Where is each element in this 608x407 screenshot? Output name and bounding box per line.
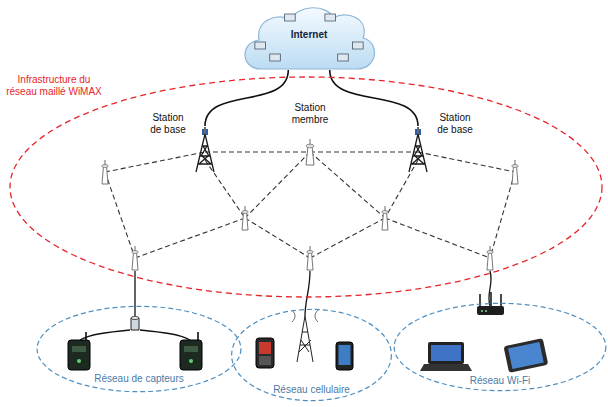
access-wires [80,271,491,340]
sensor-network: Réseau de capteurs [35,305,243,393]
base-station: Station de base [192,126,218,172]
mesh-antennas [102,160,518,270]
wifi-network: Réseau Wi-Fi [392,302,608,392]
wifi-devices [420,292,548,373]
region-label: Infrastructure du réseau maillé WiMAX [4,74,104,98]
station-label: Station membre [286,102,334,126]
tower-icon [192,126,218,172]
network-label: Réseau Wi-Fi [392,375,608,387]
cellular-network: Réseau cellulaire [230,308,393,402]
cloud-label: Internet [240,29,378,41]
antenna-icon [300,138,320,166]
cellular-devices [256,310,353,370]
network-label: Réseau de capteurs [35,373,243,385]
internet-cloud: Internet [240,2,378,70]
mesh-links [105,152,515,258]
base-station: Station de base [405,126,431,172]
mesh-region: Infrastructure du réseau maillé WiMAXSta… [8,75,604,299]
station-label: Station de base [433,112,477,136]
network-label: Réseau cellulaire [230,384,393,396]
sensor-devices [68,317,202,371]
station-label: Station de base [146,112,190,136]
tower-icon [405,126,431,172]
internet-link [205,70,288,126]
member-station: Station membre [300,138,320,166]
